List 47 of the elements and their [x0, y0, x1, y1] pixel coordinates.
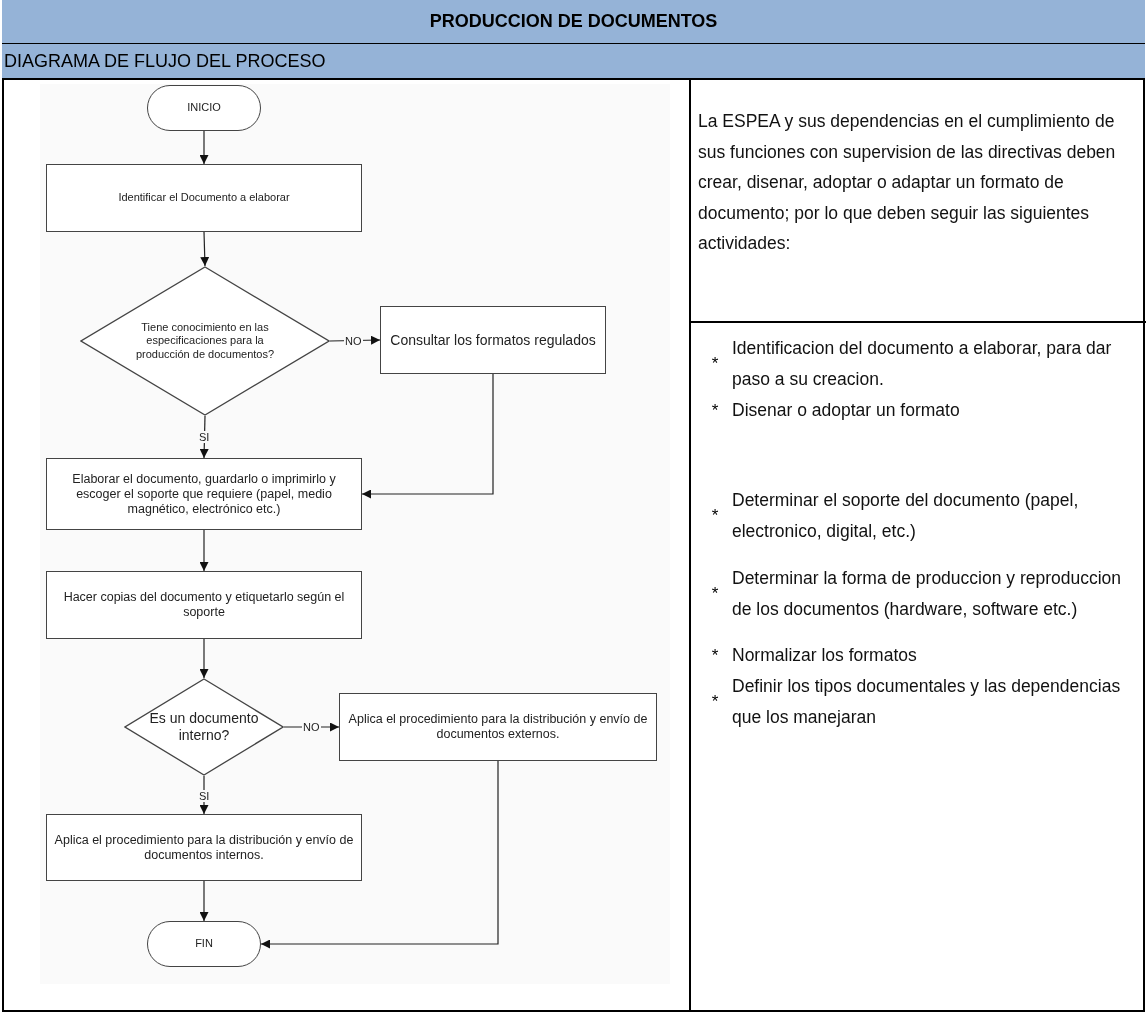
- step-text: Identificar el Documento a elaborar: [118, 191, 290, 205]
- step-text: Elaborar el documento, guardarlo o imprimirlo y escoger el soporte que requiere (papel, medio magnético, electrónico etc.): [71, 471, 337, 517]
- list-item: Normalizar los formatos: [732, 644, 918, 667]
- connector-arrow: [199, 130, 209, 165]
- connector-arrow: [200, 231, 210, 267]
- step-text: Aplica el procedimiento para la distribución y envío de documentos internos.: [53, 832, 355, 863]
- step-text: INICIO: [187, 101, 221, 115]
- bullet-mark: *: [710, 692, 720, 712]
- list-item: Determinar la forma de produccion y reproduccion de los documentos (hardware, software etc.): [732, 566, 1123, 621]
- step-text: Consultar los formatos regulados: [390, 331, 596, 349]
- connector-arrow: [199, 529, 209, 572]
- bullet-mark: *: [710, 400, 720, 421]
- connector-arrow: [199, 880, 209, 922]
- list-item: Identificacion del documento a elaborar, para dar paso a su creacion.: [732, 337, 1113, 391]
- decision-text: Es un documento interno?: [148, 710, 260, 744]
- decision-diamond: [124, 678, 284, 776]
- step-text: Aplica el procedimiento para la distribución y envío de documentos externos.: [347, 712, 649, 742]
- description-paragraph: La ESPEA y sus dependencias en el cumplimiento de sus funciones con supervision de las directivas deben crear, disenar, adoptar o adaptar un formato de documento; por lo que deben seguir las siguientes actividades:: [698, 110, 1117, 255]
- decision-diamond: [80, 266, 330, 416]
- list-item: Definir los tipos documentales y las dependencias que los manejaran: [732, 675, 1122, 729]
- start-terminal: [147, 85, 261, 131]
- process-box: [46, 164, 362, 232]
- process-box: [46, 814, 362, 881]
- connector-arrow: [199, 638, 209, 679]
- bullet-mark: *: [710, 506, 720, 526]
- end-terminal: [147, 921, 261, 967]
- subtitle-text: DIAGRAMA DE FLUJO DEL PROCESO: [3, 50, 326, 72]
- connector-arrow: [199, 415, 209, 459]
- edge-label: NO: [344, 335, 363, 347]
- step-text: FIN: [195, 937, 213, 951]
- process-box: [46, 458, 362, 530]
- bullet-mark: *: [710, 583, 720, 604]
- process-box: [380, 306, 606, 374]
- connector-arrow: [260, 760, 499, 949]
- decision-text: Tiene conocimiento en las especificaciones para la producción de documentos?: [134, 321, 276, 361]
- process-box: [339, 693, 657, 761]
- step-text: Hacer copias del documento y etiquetarlo según el soporte: [62, 590, 346, 620]
- list-item: Disenar o adoptar un formato: [732, 399, 961, 422]
- connector-arrow: [361, 373, 494, 499]
- bullet-mark: *: [710, 645, 720, 666]
- edge-label: SI: [198, 790, 211, 802]
- edge-label: SI: [198, 431, 211, 443]
- list-item: Determinar el soporte del documento (papel, electronico, digital, etc.): [732, 489, 1080, 543]
- title-text: PRODUCCION DE DOCUMENTOS: [429, 11, 718, 32]
- process-box: [46, 571, 362, 639]
- bullet-mark: *: [710, 354, 720, 374]
- edge-label: NO: [302, 721, 321, 733]
